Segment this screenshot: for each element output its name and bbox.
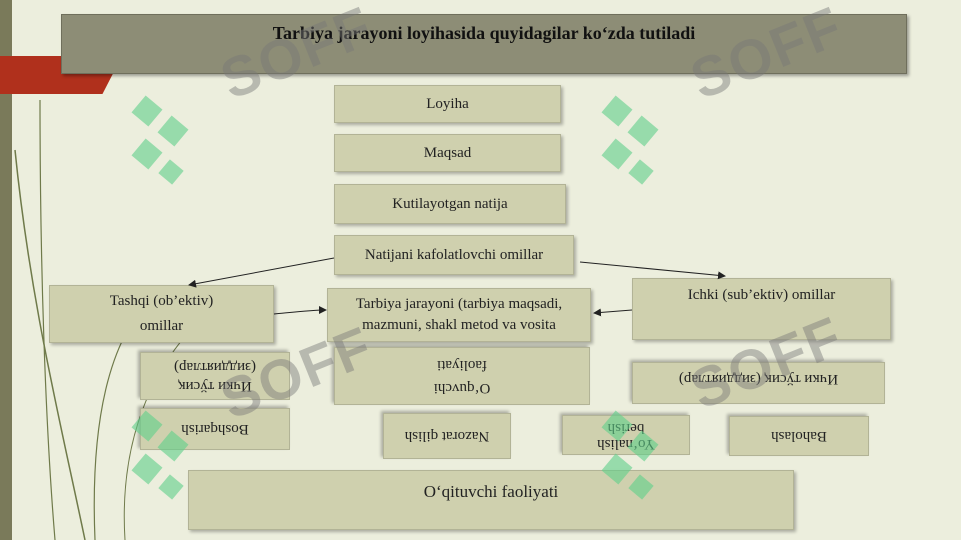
boshqarish-box: Boshqarish — [140, 408, 290, 450]
oquvchi-line-2: faoliyati — [437, 357, 487, 373]
boshqarish-label: Boshqarish — [181, 421, 249, 438]
baholash-label: Baholash — [771, 428, 827, 445]
tashqi-line-2: omillar — [139, 318, 184, 334]
nazorat-label: Nazorat qilish — [404, 428, 490, 445]
watermark-logo-icon — [601, 95, 659, 185]
tashqi-omillar-box: Tashqi (ob’ektiv) omillar — [49, 285, 274, 343]
maqsad-box: Maqsad — [334, 134, 561, 172]
oquvchi-line-1: O‘quvchi — [433, 379, 491, 396]
natija-label: Kutilayotgan natija — [392, 195, 508, 212]
arrow-to-ichki — [579, 261, 726, 280]
tarbiya-line-2: mazmuni, shakl metod va vosita — [362, 317, 556, 333]
yonalish-box: Yo‘nalish berish — [562, 415, 690, 455]
tarbiya-jarayoni-box: Tarbiya jarayoni (tarbiya maqsadi, mazmu… — [327, 288, 591, 342]
page-title: Tarbiya jarayoni loyihasida quyidagilar … — [272, 23, 696, 43]
tashqi-line-1: Tashqi (ob’ektiv) — [109, 293, 214, 310]
yonalish-line-2: berish — [607, 420, 645, 436]
watermark-logo-icon — [131, 95, 189, 185]
arrow-tashqi-to-tarbiya — [273, 306, 327, 315]
ichki-tusiq-right-label: Ички тўсиқ (зиддиятлар) — [678, 370, 839, 387]
natija-box: Kutilayotgan natija — [334, 184, 566, 224]
nazorat-box: Nazorat qilish — [383, 413, 511, 459]
maqsad-label: Maqsad — [423, 144, 472, 161]
omillar-box: Natijani kafolatlovchi omillar — [334, 235, 574, 275]
arrow-ichki-to-tarbiya — [593, 308, 633, 317]
baholash-box: Baholash — [729, 416, 869, 456]
oqituvchi-faoliyati-box: O‘qituvchi faoliyati — [188, 470, 794, 530]
oqituvchi-label: O‘qituvchi faoliyati — [423, 482, 559, 501]
left-accent-bar — [0, 0, 12, 540]
loyiha-label: Loyiha — [426, 95, 469, 112]
arrow-to-tashqi — [188, 257, 335, 288]
title-bar: Tarbiya jarayoni loyihasida quyidagilar … — [61, 14, 907, 74]
ichki-tusiq-right-box: Ички тўсиқ (зиддиятлар) — [632, 362, 885, 404]
omillar-label: Natijani kafolatlovchi omillar — [364, 246, 544, 263]
oquvchi-faoliyati-box: O‘quvchi faoliyati — [334, 347, 590, 405]
ichki-tusiq-left-line-1: Ички тўсиқ — [178, 377, 252, 394]
ichki-tusiq-left-box: Ички тўсиқ (зиддиятлар) — [140, 352, 290, 400]
loyiha-box: Loyiha — [334, 85, 561, 123]
ichki-omillar-box: Ichki (sub’ektiv) omillar — [632, 278, 891, 340]
ichki-tusiq-left-line-2: (зиддиятлар) — [174, 359, 256, 375]
ichki-omillar-label: Ichki (sub’ektiv) omillar — [687, 287, 836, 303]
yonalish-line-1: Yo‘nalish — [597, 435, 655, 452]
tarbiya-line-1: Tarbiya jarayoni (tarbiya maqsadi, — [355, 296, 563, 313]
